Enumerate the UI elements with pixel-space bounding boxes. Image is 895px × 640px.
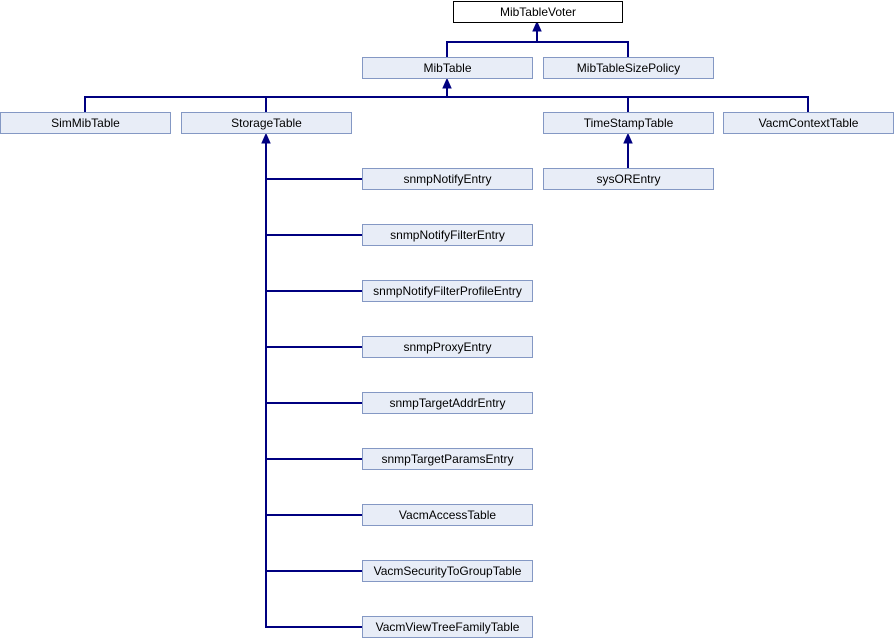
class-node-simmibtable[interactable]: SimMibTable [0,112,171,134]
inheritance-arrow-icon [261,132,271,144]
class-node-vacmcontexttable[interactable]: VacmContextTable [723,112,894,134]
class-node-mibtablesizepolicy[interactable]: MibTableSizePolicy [543,57,714,79]
inheritance-arrow-icon [442,77,452,89]
class-node-snmpnotifyfilterentry[interactable]: snmpNotifyFilterEntry [362,224,533,246]
class-node-vacmviewtreefamilytable[interactable]: VacmViewTreeFamilyTable [362,616,533,638]
inheritance-arrow-icon [623,132,633,144]
class-node-snmptargetparamsentry[interactable]: snmpTargetParamsEntry [362,448,533,470]
class-node-vacmsecuritytogrouptable[interactable]: VacmSecurityToGroupTable [362,560,533,582]
class-node-mibtablevoter: MibTableVoter [453,1,623,23]
class-node-snmpnotifyfilterprofileentry[interactable]: snmpNotifyFilterProfileEntry [362,280,533,302]
class-node-sysorentry[interactable]: sysOREntry [543,168,714,190]
class-node-timestamptable[interactable]: TimeStampTable [543,112,714,134]
class-node-snmpnotifyentry[interactable]: snmpNotifyEntry [362,168,533,190]
class-node-snmptargetaddrentry[interactable]: snmpTargetAddrEntry [362,392,533,414]
inheritance-arrow-icon [532,20,542,32]
class-node-storagetable[interactable]: StorageTable [181,112,352,134]
class-node-snmpproxyentry[interactable]: snmpProxyEntry [362,336,533,358]
class-node-mibtable[interactable]: MibTable [362,57,533,79]
class-node-vacmaccesstable[interactable]: VacmAccessTable [362,504,533,526]
